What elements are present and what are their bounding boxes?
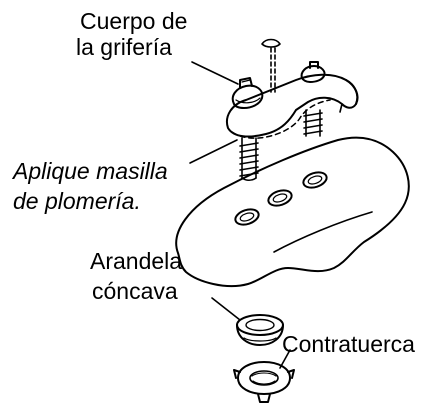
lift-rod: [261, 38, 281, 93]
spout-tip: [345, 79, 359, 105]
label-plumbers-putty: Aplique masilla de plomería.: [13, 158, 168, 214]
label-putty-line1: Aplique masilla: [13, 158, 168, 184]
right-handle: [300, 61, 326, 83]
label-washer-line2: cóncava: [92, 278, 178, 304]
deck-plate-ridge: [273, 211, 373, 253]
label-locknut: Contratuerca: [282, 331, 415, 357]
deck-plate-outline: [175, 136, 410, 288]
threaded-shanks: [239, 109, 323, 182]
label-faucet-body-line2: la grifería: [76, 34, 172, 60]
leader-washer: [211, 297, 241, 321]
locknut: [233, 361, 295, 403]
faucet-body-outline: [226, 73, 359, 138]
leader-faucet-body: [191, 61, 239, 85]
shank-right: [303, 109, 323, 137]
faucet-hidden-outline: [231, 99, 331, 139]
label-washer-line1: Arandela: [90, 248, 183, 274]
deck-plate: [175, 136, 410, 288]
deck-hole-center: [267, 189, 293, 207]
label-concave-washer: Arandela cóncava: [90, 248, 182, 304]
deck-hole-right: [302, 171, 328, 189]
label-putty-line2: de plomería.: [13, 188, 141, 214]
faucet-body: [226, 38, 359, 139]
label-faucet-body-line1: Cuerpo de: [80, 8, 188, 34]
label-faucet-body: Cuerpo de la grifería: [76, 8, 188, 60]
shank-left: [239, 137, 259, 182]
deck-hole-left: [234, 208, 260, 226]
leader-putty: [189, 139, 238, 164]
concave-washer: [236, 314, 284, 346]
left-handle: [231, 77, 264, 109]
